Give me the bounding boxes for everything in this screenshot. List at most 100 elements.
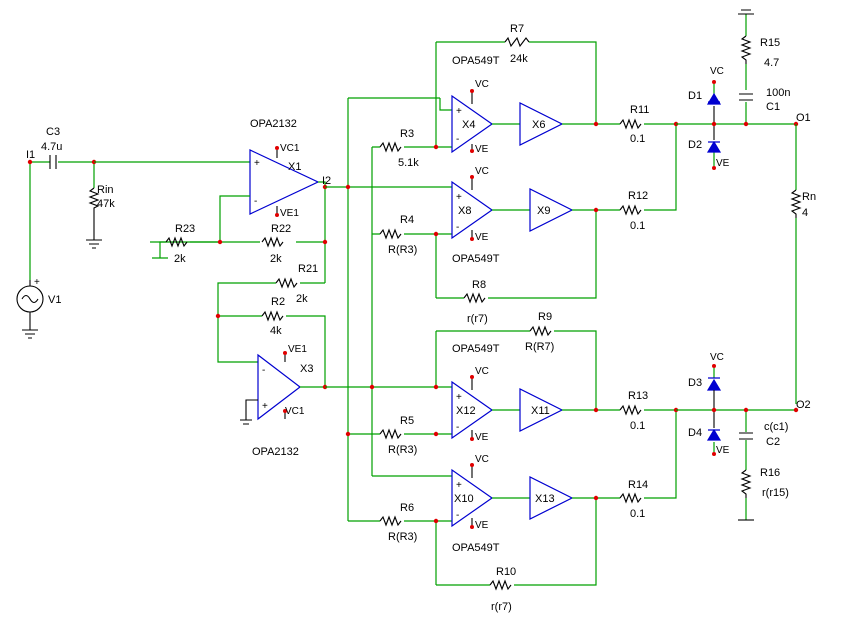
opamp-x4: + - bbox=[451, 89, 494, 154]
buffer-x11 bbox=[519, 388, 564, 432]
rn-label: Rn bbox=[802, 191, 816, 203]
r14-value: 0.1 bbox=[630, 508, 645, 520]
x1-ve1: VE1 bbox=[280, 208, 299, 219]
x4-ve: VE bbox=[475, 144, 489, 155]
r14-label: R14 bbox=[628, 479, 648, 491]
r10-label: R10 bbox=[496, 566, 516, 578]
resistor-rin bbox=[86, 187, 102, 249]
r22-value: 2k bbox=[270, 253, 282, 265]
resistor-r8 bbox=[463, 292, 486, 304]
x12-vc: VC bbox=[475, 366, 489, 377]
c2-value: c(c1) bbox=[764, 421, 788, 433]
diode-d1 bbox=[706, 92, 722, 124]
r7-value: 24k bbox=[510, 53, 528, 65]
r7-label: R7 bbox=[510, 23, 524, 35]
r9-label: R9 bbox=[538, 311, 552, 323]
x10-model: OPA549T bbox=[452, 542, 500, 554]
o1-label: O1 bbox=[796, 112, 811, 124]
x4-vc: VC bbox=[475, 79, 489, 90]
x3-ve1: VE1 bbox=[288, 344, 307, 355]
d3-vc: VC bbox=[710, 352, 724, 363]
x3-vc1: VC1 bbox=[285, 406, 305, 417]
r8-value: r(r7) bbox=[467, 313, 488, 325]
resistor-r13 bbox=[619, 404, 642, 416]
node-o2 bbox=[793, 407, 799, 413]
o2-label: O2 bbox=[796, 399, 811, 411]
resistor-r4 bbox=[379, 228, 402, 240]
svg-text:-: - bbox=[456, 422, 459, 433]
r12-label: R12 bbox=[628, 190, 648, 202]
d1-label: D1 bbox=[688, 90, 702, 102]
resistor-r23 bbox=[165, 236, 188, 248]
r2-value: 4k bbox=[270, 325, 282, 337]
resistor-r6 bbox=[379, 515, 402, 527]
d4-ve: VE bbox=[716, 445, 730, 456]
resistor-r5 bbox=[379, 428, 402, 440]
resistor-r22 bbox=[261, 236, 284, 248]
r13-value: 0.1 bbox=[630, 420, 645, 432]
buffer-x6 bbox=[519, 102, 564, 146]
r23-label: R23 bbox=[175, 223, 195, 235]
resistor-r15 bbox=[740, 35, 752, 64]
d4-label: D4 bbox=[688, 427, 702, 439]
r15-value: 4.7 bbox=[764, 57, 779, 69]
r16-label: R16 bbox=[760, 467, 780, 479]
svg-text:+: + bbox=[34, 277, 40, 288]
r23-value: 2k bbox=[174, 253, 186, 265]
r13-label: R13 bbox=[628, 390, 648, 402]
rin-value: 47k bbox=[97, 198, 115, 210]
opamp-x3: - + bbox=[240, 351, 301, 425]
resistor-r14 bbox=[619, 492, 642, 504]
x10-vc: VC bbox=[475, 454, 489, 465]
r3-value: 5.1k bbox=[398, 157, 419, 169]
resistor-r16 bbox=[740, 469, 752, 498]
r22-label: R22 bbox=[271, 223, 291, 235]
capacitor-c1 bbox=[739, 93, 753, 101]
x10-label: X10 bbox=[454, 493, 474, 505]
diode-d2 bbox=[706, 124, 722, 153]
opamp-x12: + - bbox=[451, 375, 494, 441]
svg-text:-: - bbox=[456, 510, 459, 521]
input-section: C3 4.7u I1 + V1 Rin 47k bbox=[16, 126, 250, 339]
resistor-r9 bbox=[529, 325, 552, 337]
c1-value: 100n bbox=[766, 87, 790, 99]
c3-value: 4.7u bbox=[41, 141, 62, 153]
x12-label: X12 bbox=[456, 405, 476, 417]
svg-text:-: - bbox=[254, 196, 257, 207]
r4-label: R4 bbox=[400, 214, 414, 226]
x8-model: OPA549T bbox=[452, 253, 500, 265]
opamp-x10: + - bbox=[451, 463, 494, 529]
resistor-r2 bbox=[261, 310, 284, 322]
resistor-r12 bbox=[619, 204, 642, 216]
r2-label: R2 bbox=[271, 296, 285, 308]
x1-model: OPA2132 bbox=[250, 118, 297, 130]
node-i1-label: I1 bbox=[26, 149, 35, 161]
capacitor-c3 bbox=[49, 155, 57, 169]
node-i2-label: I2 bbox=[322, 175, 331, 187]
svg-text:+: + bbox=[456, 106, 462, 117]
diode-d4 bbox=[706, 410, 722, 441]
d1-vc: VC bbox=[710, 66, 724, 77]
d2-ve: VE bbox=[716, 158, 730, 169]
opamp-x1: + - bbox=[249, 146, 320, 217]
resistor-r3 bbox=[379, 141, 402, 153]
capacitor-c2 bbox=[739, 432, 753, 440]
x1-vc1: VC1 bbox=[280, 143, 300, 154]
svg-text:+: + bbox=[456, 480, 462, 491]
x1-label: X1 bbox=[288, 161, 301, 173]
r4-value: R(R3) bbox=[388, 244, 417, 256]
x3-label: X3 bbox=[300, 363, 313, 375]
d2-label: D2 bbox=[688, 139, 702, 151]
node-i1 bbox=[27, 159, 33, 165]
x4-label: X4 bbox=[462, 119, 475, 131]
r6-value: R(R3) bbox=[388, 531, 417, 543]
resistor-r11 bbox=[619, 118, 642, 130]
r16-value: r(r15) bbox=[762, 487, 789, 499]
r12-value: 0.1 bbox=[630, 220, 645, 232]
svg-text:+: + bbox=[456, 192, 462, 203]
x11-label: X11 bbox=[531, 405, 550, 417]
r5-label: R5 bbox=[400, 415, 414, 427]
r6-label: R6 bbox=[400, 502, 414, 514]
x8-ve: VE bbox=[475, 232, 489, 243]
r21-value: 2k bbox=[296, 293, 308, 305]
